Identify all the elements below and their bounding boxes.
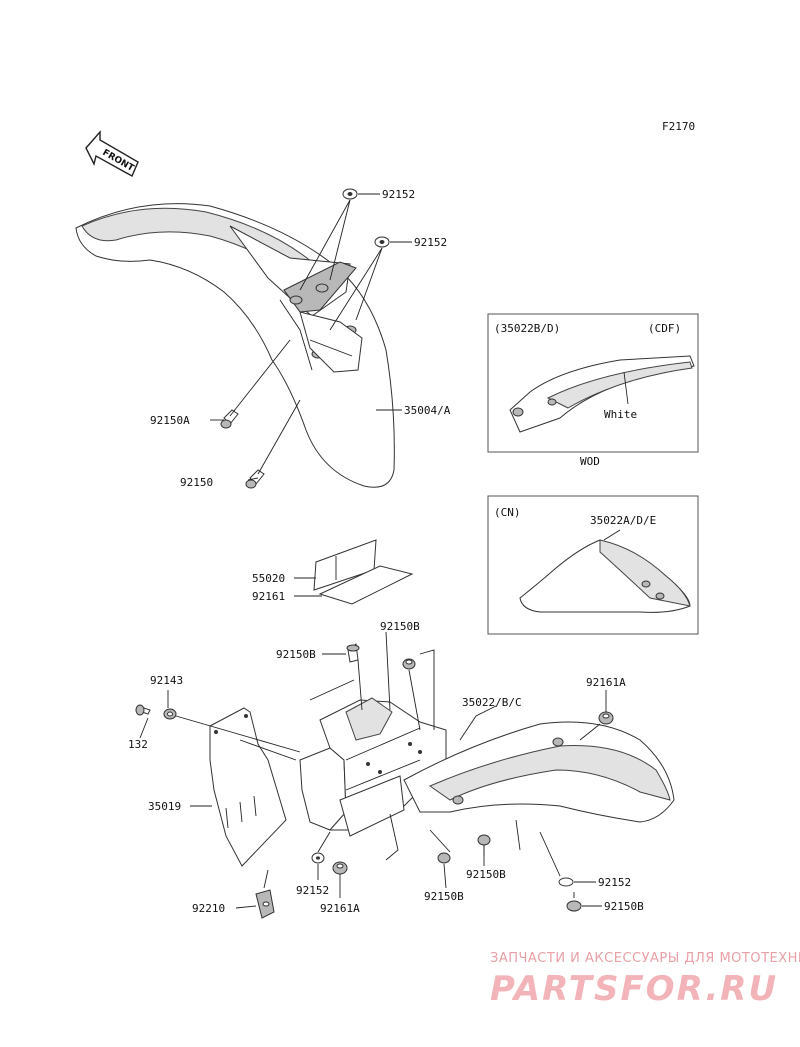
watermark-tagline: ЗАПЧАСТИ И АКСЕССУАРЫ ДЛЯ МОТОТЕХНИКИ <box>490 951 800 966</box>
mud-flap-35019 <box>209 707 287 867</box>
label-92161: 92161 <box>252 590 285 603</box>
label-92161A-b: 92161A <box>320 902 360 915</box>
bolt-92150B-lower <box>437 852 451 864</box>
leader-lines-lower <box>139 631 607 909</box>
label-35022BC: 35022/B/C <box>462 696 522 709</box>
front-arrow-icon: FRONT <box>85 130 139 177</box>
washer-92152-a <box>342 188 358 200</box>
inset-cn: (CN) 35022A/D/E <box>487 495 699 635</box>
label-92150B-e: 92150B <box>604 900 644 913</box>
inset-cn-ref: 35022A/D/E <box>590 514 656 527</box>
label-55020: 55020 <box>252 572 285 585</box>
label-35004A: 35004/A <box>404 404 451 417</box>
rear-fender-35022 <box>403 721 675 823</box>
bolt-92150B-right <box>566 892 582 912</box>
washer-92152-lower <box>311 852 325 864</box>
label-92152-a: 92152 <box>382 188 415 201</box>
label-132: 132 <box>128 738 148 751</box>
nut-92150B-mid <box>402 658 416 670</box>
diagram-code: F2170 <box>662 120 695 133</box>
nut-92143 <box>163 708 177 720</box>
inset-cn-variant: (CN) <box>494 506 521 519</box>
washer-92152-b <box>374 236 390 248</box>
bolt-92150B-upper <box>346 643 360 663</box>
label-92150B-a: 92150B <box>380 620 420 633</box>
label-92161A-a: 92161A <box>586 676 626 689</box>
screw-132 <box>135 704 151 716</box>
label-92152-d: 92152 <box>598 876 631 889</box>
label-35019: 35019 <box>148 800 181 813</box>
label-92150B-d: 92150B <box>424 890 464 903</box>
label-92150B-c: 92150B <box>466 868 506 881</box>
inset-wod-variant: (CDF) <box>648 322 681 335</box>
clip-nut-92210 <box>255 889 275 919</box>
label-92143: 92143 <box>150 674 183 687</box>
label-92150A: 92150A <box>150 414 190 427</box>
label-92152-c: 92152 <box>296 884 329 897</box>
inset-wod-color-note: White <box>604 408 637 421</box>
label-92210: 92210 <box>192 902 225 915</box>
pad-92161 <box>318 565 414 605</box>
label-92152-b: 92152 <box>414 236 447 249</box>
bolt-92150A <box>220 409 239 429</box>
fender-bracket <box>299 697 447 861</box>
label-92150: 92150 <box>180 476 213 489</box>
collar-92161A-lower <box>332 861 348 875</box>
bolt-92150 <box>245 469 265 489</box>
label-92150B-b: 92150B <box>276 648 316 661</box>
inset-wod-caption: WOD <box>580 455 600 468</box>
washer-92152-right <box>558 877 574 887</box>
inset-wod-ref: (35022B/D) <box>494 322 560 335</box>
inset-wod: (35022B/D) (CDF) White <box>487 313 699 453</box>
leader-lines-upper <box>210 193 412 481</box>
watermark-logo: PARTSFOR.RU <box>490 969 778 1009</box>
nut-92161A-right <box>598 711 614 725</box>
front-fender <box>75 203 395 488</box>
